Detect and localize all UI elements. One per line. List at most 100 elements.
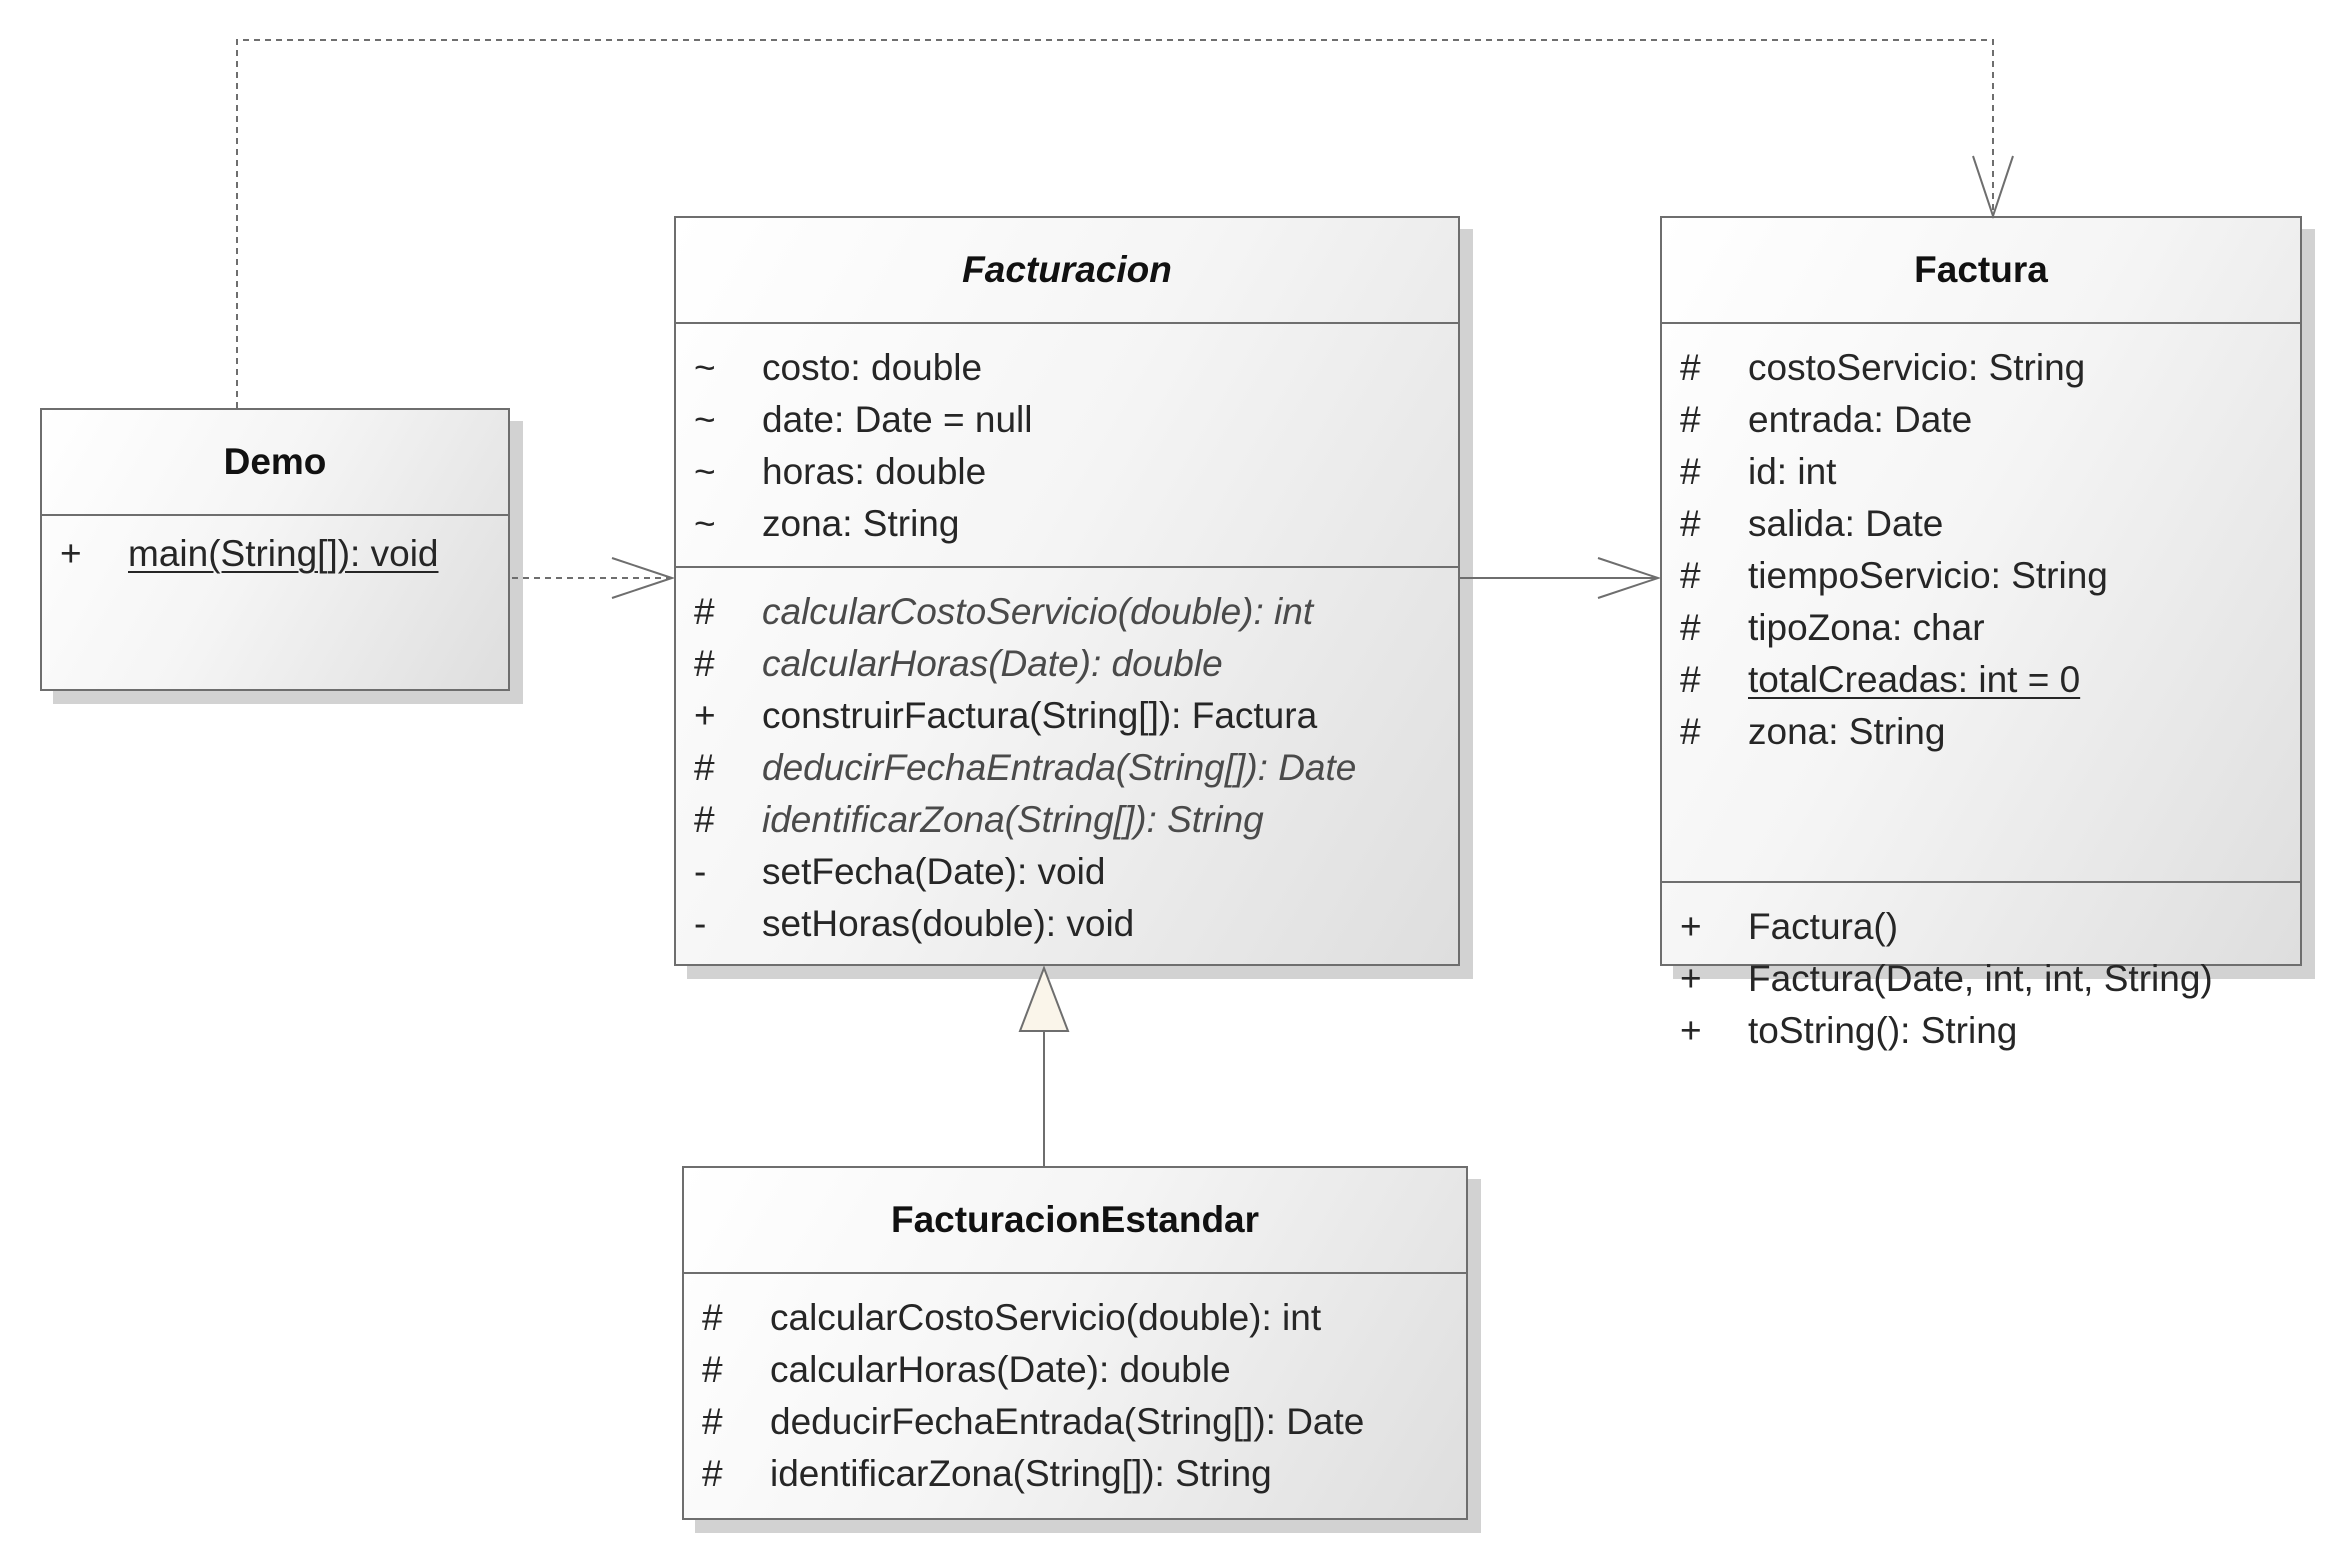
attribute-signature: tipoZona: char <box>1748 607 1985 648</box>
operation-signature: calcularHoras(Date): double <box>770 1349 1231 1390</box>
attribute-signature: zona: String <box>762 503 960 544</box>
attribute-signature: entrada: Date <box>1748 399 1973 440</box>
operation-signature: Factura(Date, int, int, String) <box>1748 958 2213 999</box>
visibility-marker: # <box>702 1453 723 1494</box>
operation-signature: Factura() <box>1748 906 1899 947</box>
class-demo[interactable]: Demo + main(String[]): void <box>40 408 510 691</box>
visibility-marker: - <box>694 851 707 892</box>
operation-signature: calcularCostoServicio(double): int <box>770 1297 1322 1338</box>
attribute-signature: zona: String <box>1748 711 1946 752</box>
operation-signature: toString(): String <box>1748 1010 2018 1051</box>
attribute-signature: id: int <box>1748 451 1837 492</box>
operations-compartment: # calcularCostoServicio(double): int # c… <box>676 566 1458 966</box>
operation-signature: identificarZona(String[]): String <box>770 1453 1272 1494</box>
operation-signature: calcularCostoServicio(double): int <box>762 591 1314 632</box>
visibility-marker: # <box>702 1349 723 1390</box>
operation-row: + toString(): String <box>1662 1005 2300 1057</box>
visibility-marker: # <box>702 1297 723 1338</box>
operation-row: # calcularCostoServicio(double): int <box>676 586 1458 638</box>
attribute-signature: salida: Date <box>1748 503 1944 544</box>
attribute-row: ~ date: Date = null <box>676 394 1458 446</box>
class-facturacion[interactable]: Facturacion ~ costo: double ~ date: Date… <box>674 216 1460 966</box>
attribute-signature: tiempoServicio: String <box>1748 555 2108 596</box>
visibility-marker: ~ <box>694 503 716 544</box>
attributes-compartment: # costoServicio: String # entrada: Date … <box>1662 324 2300 881</box>
visibility-marker: ~ <box>694 451 716 492</box>
operation-signature: deducirFechaEntrada(String[]): Date <box>770 1401 1365 1442</box>
operation-row: # identificarZona(String[]): String <box>684 1448 1466 1500</box>
class-header: FacturacionEstandar <box>684 1168 1466 1274</box>
operation-row: # calcularHoras(Date): double <box>676 638 1458 690</box>
class-factura[interactable]: Factura # costoServicio: String # entrad… <box>1660 216 2302 1051</box>
attribute-row: # costoServicio: String <box>1662 342 2300 394</box>
operations-compartment: # calcularCostoServicio(double): int # c… <box>684 1274 1466 1516</box>
visibility-marker: + <box>60 533 82 574</box>
class-name: Factura <box>1914 249 2048 290</box>
operation-row: # identificarZona(String[]): String <box>676 794 1458 846</box>
attribute-signature: horas: double <box>762 451 987 492</box>
operations-compartment: + Factura() + Factura(Date, int, int, St… <box>1662 881 2300 1073</box>
operation-signature: identificarZona(String[]): String <box>762 799 1264 840</box>
attribute-row: # zona: String <box>1662 706 2300 758</box>
open-arrowhead-icon <box>611 557 676 599</box>
operation-row: # deducirFechaEntrada(String[]): Date <box>684 1396 1466 1448</box>
attribute-row: # salida: Date <box>1662 498 2300 550</box>
operation-row: - setFecha(Date): void <box>676 846 1458 898</box>
attribute-signature: date: Date = null <box>762 399 1033 440</box>
visibility-marker: # <box>1680 399 1701 440</box>
generalization-triangle-icon <box>1018 965 1070 1032</box>
operation-signature: main(String[]): void <box>128 533 439 574</box>
attribute-row: # totalCreadas: int = 0 <box>1662 654 2300 706</box>
visibility-marker: # <box>1680 503 1701 544</box>
class-header: Facturacion <box>676 218 1458 324</box>
visibility-marker: # <box>1680 711 1701 752</box>
visibility-marker: # <box>694 643 715 684</box>
attribute-signature: costo: double <box>762 347 983 388</box>
operation-row: + construirFactura(String[]): Factura <box>676 690 1458 742</box>
visibility-marker: ~ <box>694 399 716 440</box>
operation-row: + Factura(Date, int, int, String) <box>1662 953 2300 1005</box>
operation-row: + Factura() <box>1662 901 2300 953</box>
attribute-row: ~ zona: String <box>676 498 1458 550</box>
class-header: Factura <box>1662 218 2300 324</box>
visibility-marker: ~ <box>694 347 716 388</box>
operation-signature: setHoras(double): void <box>762 903 1135 944</box>
visibility-marker: # <box>1680 555 1701 596</box>
visibility-marker: # <box>1680 659 1701 700</box>
visibility-marker: # <box>694 799 715 840</box>
operation-signature: construirFactura(String[]): Factura <box>762 695 1318 736</box>
attribute-row: ~ horas: double <box>676 446 1458 498</box>
operation-signature: setFecha(Date): void <box>762 851 1106 892</box>
visibility-marker: + <box>694 695 716 736</box>
attribute-row: # entrada: Date <box>1662 394 2300 446</box>
class-name: Facturacion <box>962 249 1172 290</box>
operation-row: + main(String[]): void <box>42 528 508 580</box>
operation-row: # calcularCostoServicio(double): int <box>684 1292 1466 1344</box>
operations-compartment: + main(String[]): void <box>42 516 508 596</box>
visibility-marker: # <box>1680 347 1701 388</box>
visibility-marker: + <box>1680 958 1702 999</box>
visibility-marker: + <box>1680 1010 1702 1051</box>
visibility-marker: # <box>1680 607 1701 648</box>
visibility-marker: # <box>1680 451 1701 492</box>
visibility-marker: + <box>1680 906 1702 947</box>
attribute-row: ~ costo: double <box>676 342 1458 394</box>
operation-row: # deducirFechaEntrada(String[]): Date <box>676 742 1458 794</box>
visibility-marker: # <box>702 1401 723 1442</box>
operation-row: - setHoras(double): void <box>676 898 1458 950</box>
open-arrowhead-icon <box>1597 557 1662 599</box>
class-facturacion-estandar[interactable]: FacturacionEstandar # calcularCostoServi… <box>682 1166 1468 1520</box>
visibility-marker: # <box>694 591 715 632</box>
attribute-row: # tiempoServicio: String <box>1662 550 2300 602</box>
open-arrowhead-icon <box>1972 155 2014 220</box>
visibility-marker: # <box>694 747 715 788</box>
attribute-row: # tipoZona: char <box>1662 602 2300 654</box>
operation-row: # calcularHoras(Date): double <box>684 1344 1466 1396</box>
operation-signature: calcularHoras(Date): double <box>762 643 1223 684</box>
attribute-signature: costoServicio: String <box>1748 347 2086 388</box>
class-name: Demo <box>223 441 327 482</box>
operation-signature: deducirFechaEntrada(String[]): Date <box>762 747 1357 788</box>
attributes-compartment: ~ costo: double ~ date: Date = null ~ ho… <box>676 324 1458 566</box>
class-name: FacturacionEstandar <box>890 1199 1260 1240</box>
attribute-signature: totalCreadas: int = 0 <box>1748 659 2081 700</box>
